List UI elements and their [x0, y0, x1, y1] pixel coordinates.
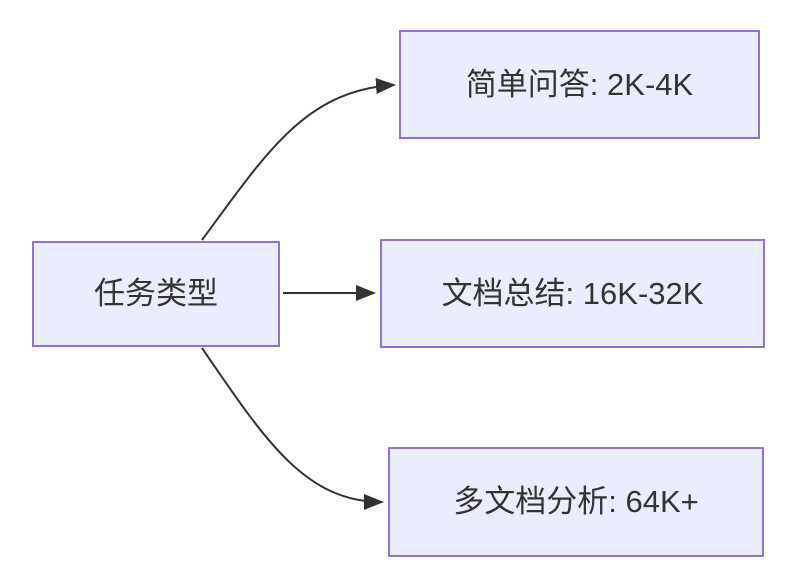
node-doc-summary: 文档总结: 16K-32K	[380, 239, 765, 348]
node-doc-summary-label: 文档总结: 16K-32K	[441, 275, 704, 311]
node-simple-qa-label: 简单问答: 2K-4K	[465, 66, 694, 102]
node-multi-doc-analysis: 多文档分析: 64K+	[388, 447, 764, 557]
node-simple-qa: 简单问答: 2K-4K	[399, 30, 760, 139]
edge-task-type-to-multi-doc-analysis	[201, 347, 384, 510]
node-task-type-label: 任务类型	[94, 276, 218, 312]
node-multi-doc-analysis-label: 多文档分析: 64K+	[453, 484, 699, 520]
node-task-type: 任务类型	[32, 241, 280, 347]
edge-task-type-to-simple-qa	[201, 78, 396, 241]
